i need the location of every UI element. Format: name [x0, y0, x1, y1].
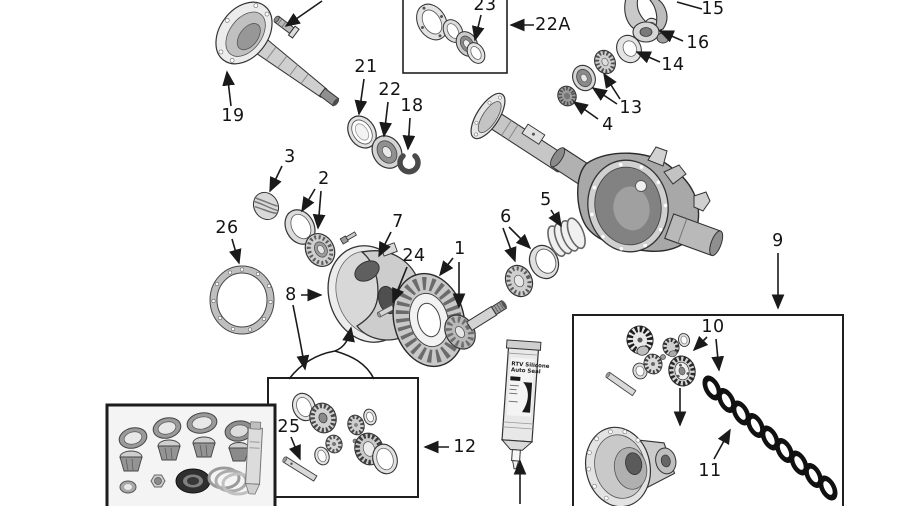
fill-plug — [557, 85, 577, 107]
wheel-stud — [273, 15, 300, 39]
cover-gasket — [209, 265, 275, 335]
outer-seal — [347, 115, 377, 149]
differential-case — [585, 426, 677, 506]
spider-gear-kit-box — [267, 377, 419, 498]
collapsible-spacer — [252, 191, 280, 221]
kit-sealant-tube — [244, 421, 263, 495]
tube-text-line1: RTV Silicone — [511, 361, 550, 370]
axle-shaft — [215, 1, 340, 107]
ring-gear-bolt — [339, 231, 357, 245]
spider-gear-kit-parts — [282, 392, 398, 482]
clutch-hub-gear — [668, 355, 696, 387]
pinion-gear — [444, 299, 508, 350]
front-pinion-bearing — [504, 264, 534, 298]
tube-text-line2: Auto Seal — [511, 367, 541, 375]
bearing-13b — [594, 49, 616, 75]
bearing-13a — [572, 64, 596, 92]
bearing-cup — [528, 244, 560, 280]
c-clip — [397, 153, 421, 175]
axle-bearing — [371, 135, 403, 169]
bearing-race — [284, 209, 316, 245]
callout-arrows — [222, 0, 785, 504]
pinion-bearing — [304, 233, 336, 267]
differential-clutch-kit-parts — [585, 325, 838, 506]
rtv-sealant-tube: RTV Silicone Auto Seal — [500, 339, 550, 470]
clutch-disc-stack — [702, 375, 838, 501]
axle-housing — [550, 146, 724, 257]
pinion-seal-kit-parts — [416, 3, 486, 64]
ring-gear — [392, 272, 466, 368]
washer-14 — [616, 34, 642, 64]
pinion-seal — [466, 42, 486, 64]
master-install-kit-parts — [118, 412, 263, 496]
cross-shaft — [282, 456, 318, 482]
